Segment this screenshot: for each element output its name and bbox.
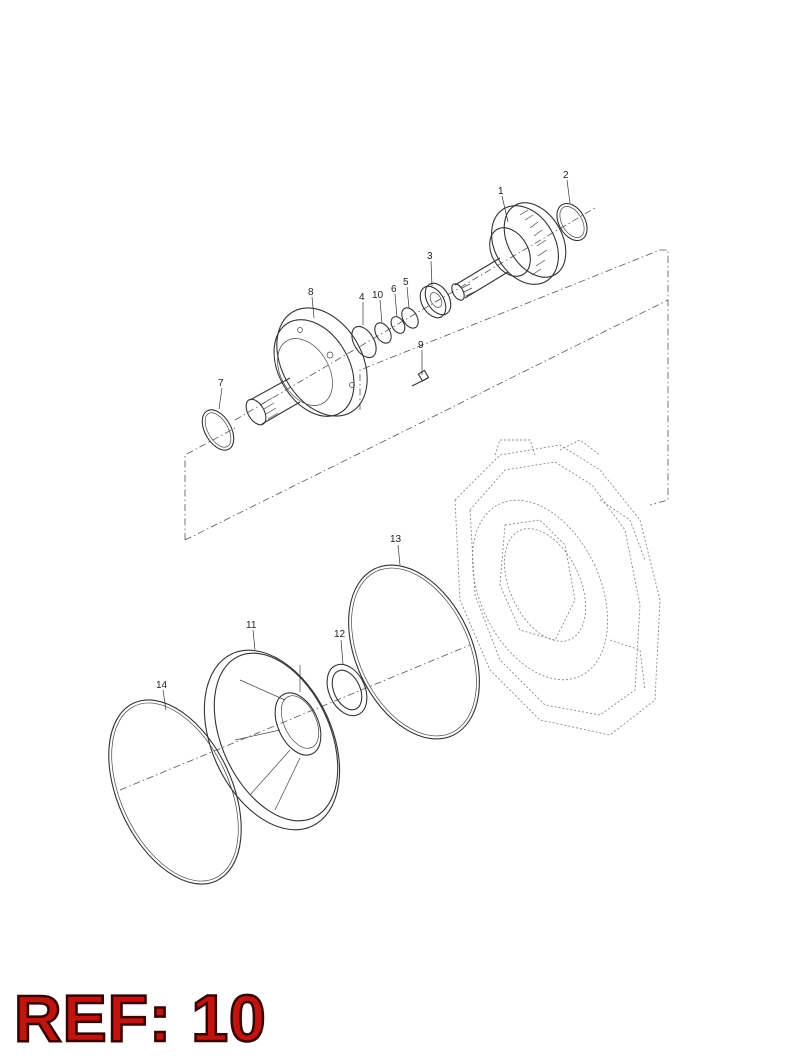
part-3-bearing <box>419 282 452 319</box>
part-7-snap-ring <box>201 409 235 451</box>
callout-14: 14 <box>156 680 168 691</box>
callout-9: 9 <box>418 340 424 351</box>
leader-lines <box>162 179 571 711</box>
part-1-gear-shaft <box>451 202 567 301</box>
callout-1: 1 <box>498 186 504 197</box>
part-10-ring <box>374 322 392 344</box>
reference-label: REF: 10 <box>13 980 267 1057</box>
part-11-cover-plate <box>203 649 341 831</box>
transmission-housing-phantom <box>454 439 661 736</box>
part-5-ring <box>401 307 419 329</box>
center-lines <box>119 207 596 791</box>
small-rings <box>351 307 419 359</box>
callout-2: 2 <box>563 170 569 181</box>
part-6-ring <box>390 316 406 334</box>
callout-8: 8 <box>308 287 314 298</box>
callout-7: 7 <box>218 378 224 389</box>
part-12-seal <box>326 663 368 717</box>
part-14-ring <box>108 699 242 885</box>
part-2-snap-ring <box>556 202 588 242</box>
assembly-guide-lines <box>184 249 669 541</box>
callout-5: 5 <box>403 277 409 288</box>
callout-numbers: 1 2 3 4 5 6 7 8 9 10 11 12 13 14 <box>156 170 569 691</box>
callout-4: 4 <box>359 292 365 303</box>
part-4-ring <box>351 325 377 359</box>
part-13-o-ring <box>348 564 480 740</box>
callout-12: 12 <box>334 629 346 640</box>
callout-6: 6 <box>391 284 397 295</box>
callout-3: 3 <box>427 251 433 262</box>
part-8-carrier-flange <box>245 307 368 426</box>
callout-10: 10 <box>372 290 384 301</box>
part-9-bolt <box>411 369 430 387</box>
callout-13: 13 <box>390 534 402 545</box>
callout-11: 11 <box>246 620 257 631</box>
